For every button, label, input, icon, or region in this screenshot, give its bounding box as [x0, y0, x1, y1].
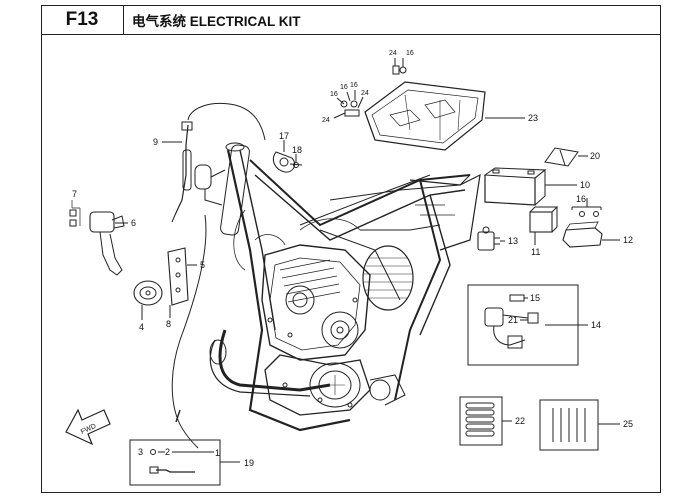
callout-22: 22 [515, 416, 525, 426]
forward-direction-arrow [65, 408, 111, 446]
part-9-sensor-cable [171, 103, 266, 223]
callout-16-module: 16 [576, 194, 586, 204]
callout-9: 9 [153, 137, 158, 147]
callout-2: 2 [165, 447, 170, 457]
callout-3: 3 [138, 447, 143, 457]
callout-8: 8 [166, 319, 171, 329]
callout-13: 13 [508, 236, 518, 246]
diagram-title: 电气系统 ELECTRICAL KIT [124, 5, 661, 35]
callout-18: 18 [292, 145, 302, 155]
callout-11: 11 [531, 247, 540, 257]
figure-code: F13 [41, 5, 124, 35]
callout-16-left-c: 16 [350, 82, 358, 89]
part-11-relay [529, 206, 559, 233]
part-8-bracket [167, 247, 189, 306]
callout-10: 10 [580, 180, 590, 190]
callout-15: 15 [530, 293, 540, 303]
callout-6: 6 [131, 218, 136, 228]
part-25-cable-ties [552, 408, 586, 442]
callout-16-left-a: 16 [330, 91, 338, 98]
callout-19: 19 [244, 458, 254, 468]
part-22-fuses [465, 402, 495, 437]
harness-cable [171, 214, 207, 449]
callout-4: 4 [139, 322, 144, 332]
callout-20: 20 [590, 151, 600, 161]
callout-25: 25 [623, 419, 633, 429]
part-20-battery-strap [544, 147, 579, 167]
callout-1: 1 [215, 448, 220, 458]
bolts-16-24-top [333, 58, 407, 119]
part-1-2-3-sensor [149, 449, 195, 474]
part-4-horn [133, 280, 163, 306]
callout-24-left: 24 [322, 117, 330, 124]
callout-16-left-b: 16 [340, 84, 348, 91]
part-13-starter-relay [477, 226, 500, 251]
part-17-clamp [272, 151, 303, 173]
box-19-sensor-kit [129, 439, 221, 486]
diagram-frame [41, 5, 661, 493]
part-12-control-module [562, 198, 603, 248]
callout-17: 17 [279, 131, 289, 141]
callout-23: 23 [528, 113, 538, 123]
callout-7: 7 [72, 189, 77, 199]
ignition-coil [194, 164, 226, 206]
callout-24-right: 24 [361, 90, 369, 97]
part-10-battery [483, 167, 547, 206]
callout-14: 14 [591, 320, 601, 330]
callout-12: 12 [623, 235, 633, 245]
callout-21: 21 [508, 315, 518, 325]
callout-16-top: 16 [406, 50, 414, 57]
callout-5: 5 [200, 260, 205, 270]
part-6-handlebar-switch [69, 200, 125, 276]
motorcycle-frame-and-engine [209, 142, 481, 432]
part-23-electrical-tray [364, 81, 486, 151]
callout-24-top: 24 [389, 50, 397, 57]
box-25-cable-ties [539, 399, 599, 451]
